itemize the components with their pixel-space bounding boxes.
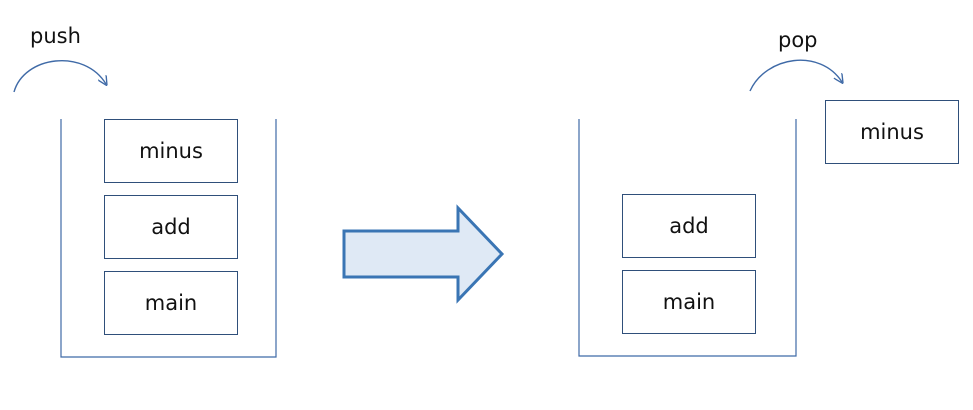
transition-arrow [342, 204, 505, 304]
left-stack-frame-add: add [104, 195, 238, 259]
right-stack-container [578, 119, 797, 357]
left-stack-frame-minus: minus [104, 119, 238, 183]
right-stack-frame-add: add [622, 194, 756, 258]
popped-frame-minus: minus [825, 100, 959, 164]
push-curve-arrow [13, 60, 106, 93]
left-stack-frame-main: main [104, 271, 238, 335]
push-label: push [30, 24, 81, 48]
left-stack-container [60, 119, 277, 358]
pop-label: pop [778, 28, 818, 52]
pop-curve-arrow [749, 59, 842, 92]
right-stack-frame-main: main [622, 270, 756, 334]
